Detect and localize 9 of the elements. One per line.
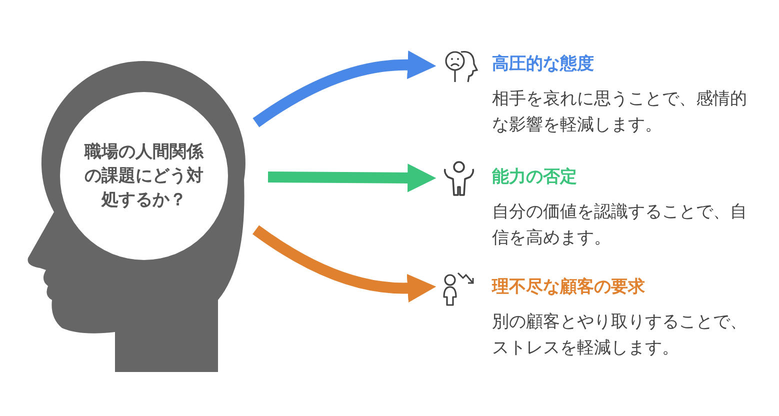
description: 自分の価値を認識することで、自信を高めます。: [492, 201, 748, 250]
description: 別の顧客とやり取りすることで、ストレスを軽減します。: [492, 311, 748, 360]
heading: 能力の否定: [492, 166, 577, 188]
arrow: [252, 50, 436, 128]
heading: 高圧的な態度: [492, 53, 594, 75]
description: 相手を哀れに思うことで、感情的な影響を軽減します。: [492, 88, 748, 137]
arrow: [252, 225, 436, 302]
heading: 理不尽な顧客の要求: [492, 276, 645, 298]
arrow: [268, 164, 436, 192]
